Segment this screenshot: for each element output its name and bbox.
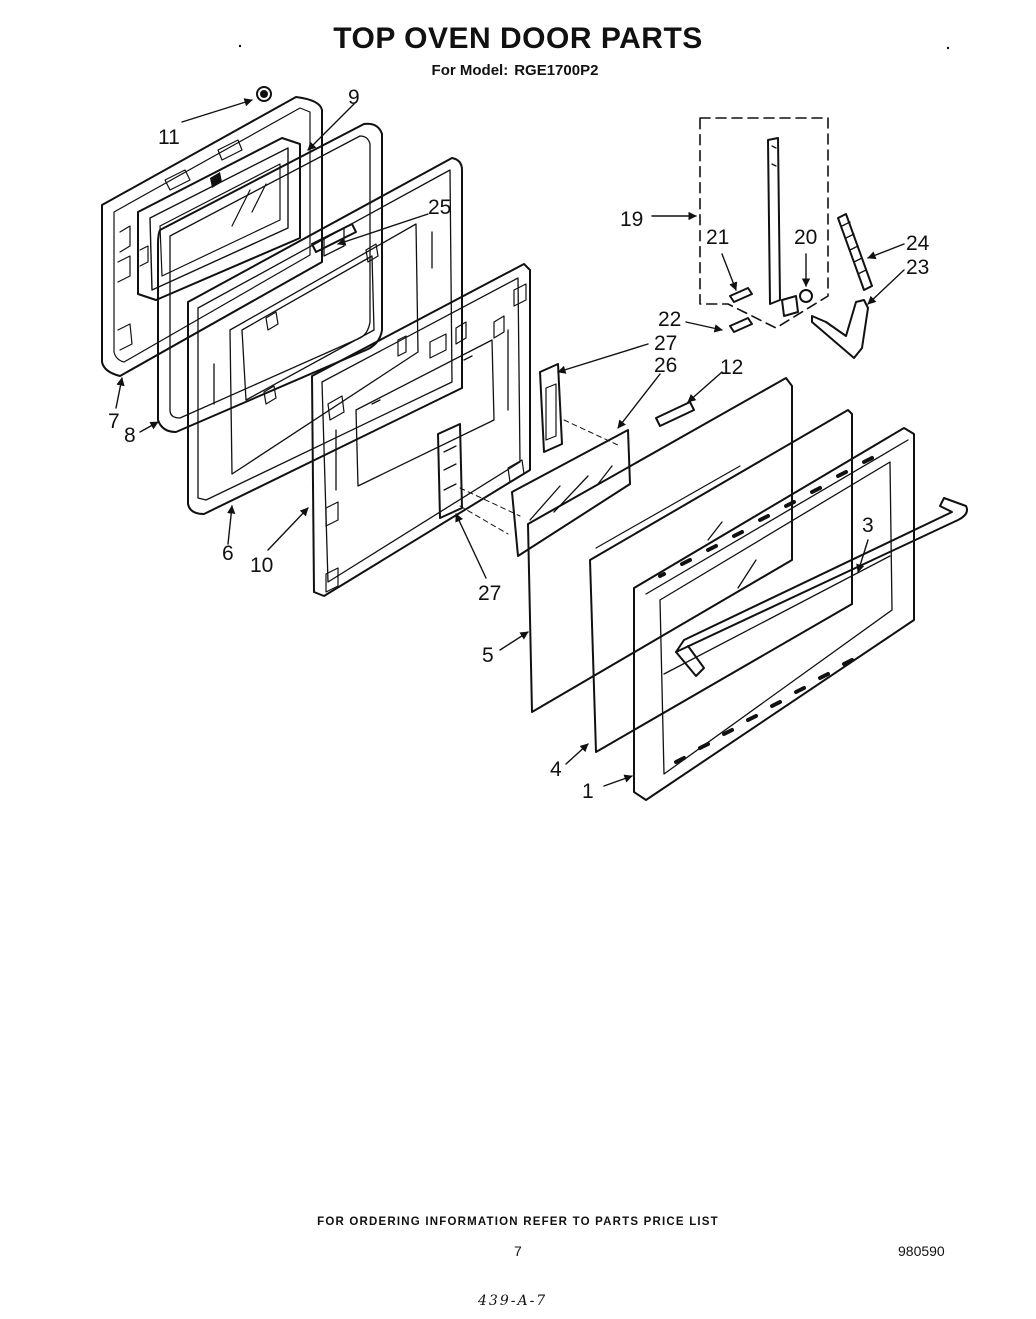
part-11-knob [256,86,272,102]
callout-8: 8 [124,424,136,447]
callout-1: 1 [582,780,594,803]
callout-25: 25 [428,196,451,219]
part-27-lower-bracket [437,423,521,535]
callout-27-lower: 27 [478,582,501,605]
part-27-upper-bracket [539,363,621,453]
callout-6: 6 [222,542,234,565]
part-10-liner [311,263,531,597]
part-3-handle [675,497,968,677]
callout-labels: 11 9 25 7 8 6 10 27 5 4 1 3 27 26 12 19 … [108,86,930,803]
callout-12: 12 [720,356,743,379]
callout-26: 26 [654,354,677,377]
callout-19: 19 [620,208,643,231]
model-number: RGE1700P2 [514,62,599,79]
part-12-clip [655,401,695,427]
callout-24: 24 [906,232,930,255]
callout-5: 5 [482,644,494,667]
diagram-number: 980590 [898,1243,945,1259]
part-24-spring [837,213,873,291]
callout-11: 11 [158,126,180,149]
callout-3: 3 [862,514,874,537]
callout-20: 20 [794,226,817,249]
part-19-hinge-assembly [699,117,829,333]
callout-4: 4 [550,758,562,781]
part-7-outer-panel [101,96,323,377]
part-23-hinge-arm [811,299,869,359]
leader-lines [115,98,905,787]
part-25-bracket [311,223,357,257]
callout-23: 23 [906,256,929,279]
callout-22: 22 [658,308,681,331]
model-label: For Model: [431,62,509,79]
ordering-info-note: FOR ORDERING INFORMATION REFER TO PARTS … [317,1216,719,1228]
callout-27-upper: 27 [654,332,677,355]
part-5-glass-pane [527,377,793,713]
insulation-box [137,137,301,301]
callout-7: 7 [108,410,120,433]
part-4-window-glass [589,409,853,753]
callout-10: 10 [250,554,273,577]
callout-9: 9 [348,86,360,109]
page-number: 7 [514,1243,522,1259]
model-subtitle: For Model: RGE1700P2 [0,62,1036,79]
part-8-gasket [157,122,383,433]
part-1-door-frame [633,427,915,801]
callout-21: 21 [706,226,729,249]
part-6-inner-panel [187,157,463,515]
handwritten-reference: 439-A-7 [478,1293,548,1309]
page-title: TOP OVEN DOOR PARTS [333,22,703,55]
